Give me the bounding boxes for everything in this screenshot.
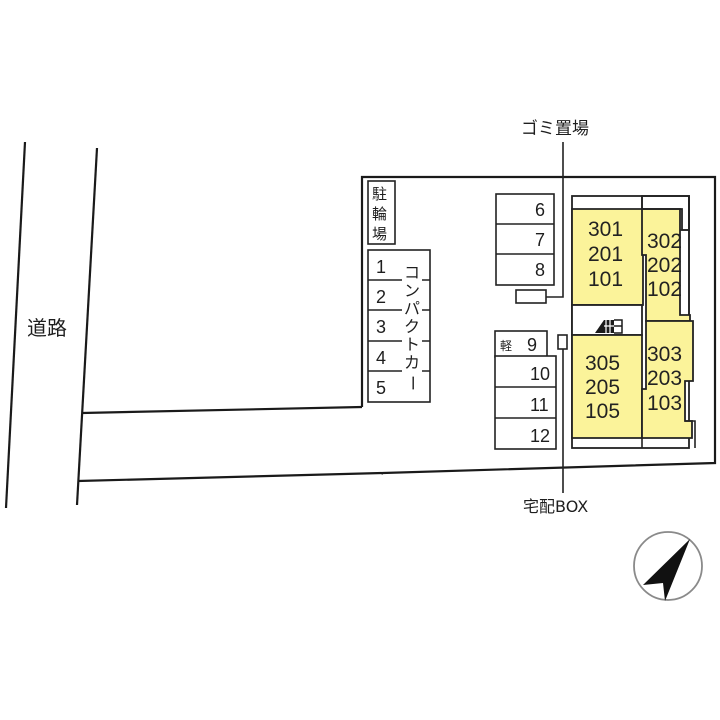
driveway-lower-edge-left	[77, 471, 384, 483]
parking-space-3: 3	[376, 317, 386, 337]
svg-text:11: 11	[530, 395, 549, 415]
unit-label-stack-1: 301 201 101	[588, 218, 623, 291]
compact-car-label-char: ト	[404, 335, 420, 354]
parking-space-11: 11	[530, 395, 549, 415]
road-label: 道路	[27, 316, 67, 340]
svg-text:303: 303	[647, 343, 682, 366]
svg-text:105: 105	[585, 400, 620, 423]
unit-label-stack-2: 302 202 102	[647, 230, 682, 301]
parking-space-5: 5	[376, 378, 386, 398]
bicycle-parking-char: 駐	[372, 185, 387, 203]
compact-car-parking: 1 2 3 4 5 コ ン パ ク ト カ ー	[367, 249, 431, 403]
svg-text:103: 103	[647, 392, 682, 415]
svg-text:9: 9	[527, 335, 537, 355]
parking-space-9-kei: 軽 9	[500, 335, 537, 355]
parking-space-6: 6	[535, 200, 545, 220]
road: 道路	[4, 141, 99, 509]
site-boundary	[360, 175, 717, 475]
road-edge-right	[75, 147, 99, 506]
road-edge-left	[4, 141, 27, 509]
compact-car-label-char: カ	[404, 353, 420, 372]
svg-text:3: 3	[376, 317, 386, 337]
svg-text:6: 6	[535, 200, 545, 220]
parking-space-8: 8	[535, 260, 545, 280]
svg-text:205: 205	[585, 376, 620, 399]
parking-space-4: 4	[376, 348, 386, 368]
delivery-box: 宅配BOX	[523, 334, 588, 516]
garbage-leader-line	[546, 142, 564, 298]
bicycle-parking-char: 輪	[372, 205, 387, 223]
stairs-icon	[595, 319, 623, 334]
compact-car-label-char: ン	[404, 281, 420, 300]
svg-text:4: 4	[376, 348, 386, 368]
svg-text:1: 1	[376, 257, 386, 277]
unit-label-stack-5: 305 205 105	[585, 352, 620, 423]
apartment-building: 301 201 101 302 202 102 305 205 105 303 …	[571, 195, 696, 449]
delivery-box-label: 宅配BOX	[523, 497, 588, 516]
svg-text:102: 102	[647, 278, 682, 301]
unit-label-stack-3: 303 203 103	[647, 343, 682, 415]
unit-stack-1	[571, 208, 644, 306]
driveway-upper-edge	[81, 405, 363, 415]
compact-car-label-char: ー	[403, 375, 422, 391]
bicycle-parking-char: 場	[372, 225, 387, 243]
svg-text:305: 305	[585, 352, 620, 375]
parking-space-7: 7	[535, 230, 545, 250]
svg-text:302: 302	[647, 230, 682, 253]
parking-upper: 6 7 8	[495, 193, 555, 304]
svg-text:301: 301	[588, 218, 623, 241]
delivery-box-shape	[557, 334, 568, 350]
north-arrow-icon	[633, 531, 703, 601]
svg-text:203: 203	[647, 367, 682, 390]
parking-space-1: 1	[376, 257, 386, 277]
parking-space-10: 10	[530, 364, 550, 384]
garbage-area-box	[515, 289, 547, 304]
parking-space-12: 12	[530, 426, 550, 446]
compact-car-label-char: ク	[404, 317, 420, 336]
svg-text:12: 12	[530, 426, 550, 446]
svg-text:202: 202	[647, 254, 682, 277]
garbage-area: ゴミ置場	[521, 118, 589, 298]
bicycle-parking: 駐 輪 場	[367, 180, 396, 245]
svg-text:10: 10	[530, 364, 550, 384]
svg-text:5: 5	[376, 378, 386, 398]
svg-text:101: 101	[588, 268, 623, 291]
parking-space-2: 2	[376, 287, 386, 307]
kei-car-label: 軽	[500, 339, 512, 353]
compact-car-label-char: パ	[404, 299, 420, 318]
parking-lower: 軽 9 10 11 12	[494, 330, 557, 450]
svg-text:201: 201	[588, 243, 623, 266]
svg-text:2: 2	[376, 287, 386, 307]
compact-car-label-char: コ	[404, 263, 420, 282]
svg-text:8: 8	[535, 260, 545, 280]
garbage-area-label: ゴミ置場	[521, 118, 589, 139]
svg-text:7: 7	[535, 230, 545, 250]
